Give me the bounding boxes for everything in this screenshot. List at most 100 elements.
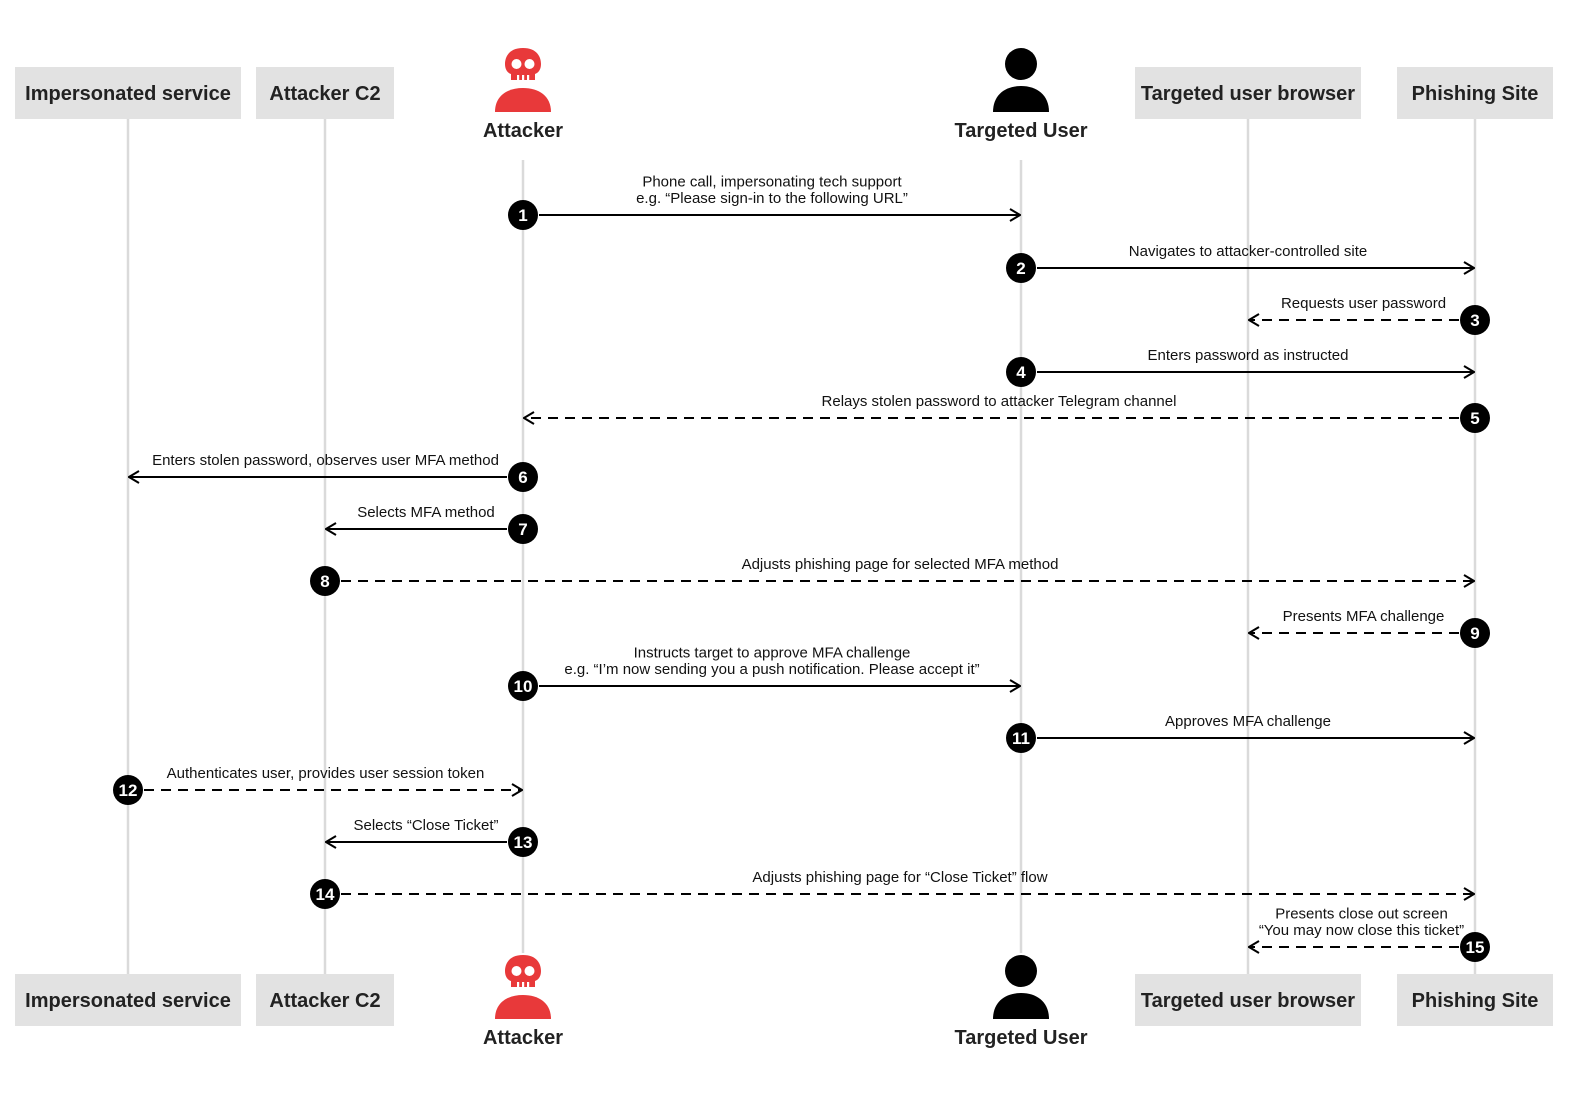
actor-box	[15, 974, 241, 1026]
message-label: Selects “Close Ticket”	[353, 817, 498, 834]
actor-label: Phishing Site	[1412, 990, 1539, 1012]
message-label: Enters password as instructed	[1148, 347, 1349, 364]
message-12: Authenticates user, provides user sessio…	[113, 765, 522, 805]
step-number-badge	[508, 827, 538, 857]
actor-label: Targeted User	[954, 120, 1087, 142]
message-label: Adjusts phishing page for “Close Ticket”…	[752, 869, 1047, 886]
message-label: Navigates to attacker-controlled site	[1129, 243, 1367, 260]
step-number: 7	[518, 520, 527, 539]
step-number: 1	[518, 206, 527, 225]
actor-header-browser: Targeted user browser	[1135, 67, 1361, 119]
step-number: 14	[316, 885, 335, 904]
message-7: Selects MFA method 7	[326, 504, 538, 544]
actor-label: Targeted User	[954, 1027, 1087, 1049]
step-number: 6	[518, 468, 527, 487]
step-number-badge	[1006, 357, 1036, 387]
actor-footer-phishing: Phishing Site	[1397, 974, 1553, 1026]
actor-header-attacker: Attacker	[483, 48, 563, 142]
message-2: Navigates to attacker-controlled site 2	[1006, 243, 1474, 283]
skull-person-icon	[495, 48, 551, 112]
message-8: Adjusts phishing page for selected MFA m…	[310, 556, 1474, 596]
step-number-badge	[1006, 253, 1036, 283]
message-label: e.g. “Please sign-in to the following UR…	[636, 190, 908, 207]
step-number-badge	[1006, 723, 1036, 753]
actor-label: Impersonated service	[25, 990, 231, 1012]
message-11: Approves MFA challenge 11	[1006, 713, 1474, 753]
step-number-badge	[310, 566, 340, 596]
actor-box	[256, 67, 394, 119]
message-label: Requests user password	[1281, 295, 1446, 312]
message-1: Phone call, impersonating tech supporte.…	[508, 174, 1020, 230]
step-number-badge	[508, 200, 538, 230]
step-number-badge	[1460, 403, 1490, 433]
actor-header-user: Targeted User	[954, 48, 1088, 142]
actor-label: Attacker	[483, 120, 563, 142]
actor-box	[1397, 67, 1553, 119]
actor-box	[256, 974, 394, 1026]
actor-label: Attacker C2	[269, 990, 380, 1012]
message-10: Instructs target to approve MFA challeng…	[508, 645, 1020, 701]
step-number: 9	[1470, 624, 1479, 643]
actor-box	[1397, 974, 1553, 1026]
step-number-badge	[1460, 932, 1490, 962]
actor-label: Phishing Site	[1412, 83, 1539, 105]
step-number-badge	[310, 879, 340, 909]
message-label: Selects MFA method	[357, 504, 495, 521]
actor-box	[1135, 67, 1361, 119]
message-label: Approves MFA challenge	[1165, 713, 1331, 730]
message-3: Requests user password 3	[1249, 295, 1490, 335]
person-icon	[993, 955, 1049, 1019]
step-number: 8	[320, 572, 329, 591]
actor-header-c2: Attacker C2	[256, 67, 394, 119]
message-6: Enters stolen password, observes user MF…	[129, 452, 538, 492]
message-label: “You may now close this ticket”	[1259, 922, 1464, 939]
message-4: Enters password as instructed 4	[1006, 347, 1474, 387]
step-number: 15	[1466, 938, 1485, 957]
step-number: 3	[1470, 311, 1479, 330]
step-number: 11	[1012, 729, 1030, 748]
skull-person-icon	[495, 955, 551, 1019]
actor-header-phishing: Phishing Site	[1397, 67, 1553, 119]
person-icon	[993, 48, 1049, 112]
message-15: Presents close out screen“You may now cl…	[1249, 906, 1490, 962]
message-label: Authenticates user, provides user sessio…	[167, 765, 485, 782]
step-number-badge	[508, 671, 538, 701]
message-13: Selects “Close Ticket”13	[326, 817, 538, 857]
actor-box	[15, 67, 241, 119]
actor-label: Attacker	[483, 1027, 563, 1049]
message-label: Adjusts phishing page for selected MFA m…	[742, 556, 1059, 573]
message-label: Instructs target to approve MFA challeng…	[634, 645, 911, 662]
message-label: Phone call, impersonating tech support	[642, 174, 902, 191]
step-number-badge	[1460, 618, 1490, 648]
message-label: Presents close out screen	[1275, 906, 1448, 923]
message-label: e.g. “I’m now sending you a push notific…	[564, 661, 979, 678]
actor-footer-impersonated: Impersonated service	[15, 974, 241, 1026]
actor-footer-c2: Attacker C2	[256, 974, 394, 1026]
step-number: 2	[1016, 259, 1025, 278]
actor-label: Attacker C2	[269, 83, 380, 105]
step-number-badge	[508, 462, 538, 492]
step-number: 12	[119, 781, 138, 800]
step-number-badge	[1460, 305, 1490, 335]
step-number: 10	[514, 677, 533, 696]
actor-box	[1135, 974, 1361, 1026]
actor-label: Targeted user browser	[1141, 990, 1355, 1012]
lifelines	[126, 119, 1477, 974]
actor-footer-user: Targeted User	[954, 955, 1088, 1049]
actor-header-impersonated: Impersonated service	[15, 67, 241, 119]
message-9: Presents MFA challenge 9	[1249, 608, 1490, 648]
actor-label: Impersonated service	[25, 83, 231, 105]
step-number: 4	[1016, 363, 1026, 382]
step-number-badge	[508, 514, 538, 544]
message-label: Presents MFA challenge	[1283, 608, 1445, 625]
step-number-badge	[113, 775, 143, 805]
message-14: Adjusts phishing page for “Close Ticket”…	[310, 869, 1474, 909]
actor-label: Targeted user browser	[1141, 83, 1355, 105]
message-label: Relays stolen password to attacker Teleg…	[822, 393, 1177, 410]
message-label: Enters stolen password, observes user MF…	[152, 452, 499, 469]
step-number: 5	[1470, 409, 1479, 428]
messages: Phone call, impersonating tech supporte.…	[113, 174, 1490, 962]
actor-footer-attacker: Attacker	[483, 955, 563, 1049]
